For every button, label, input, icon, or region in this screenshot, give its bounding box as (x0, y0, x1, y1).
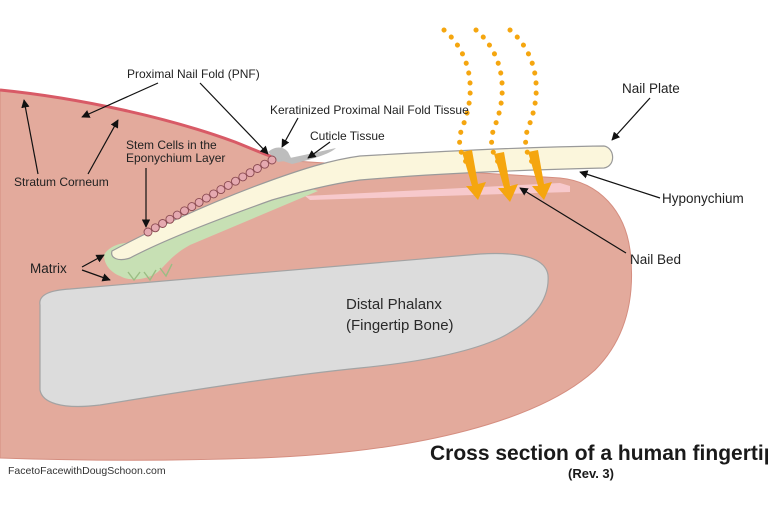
stem-cell (201, 193, 211, 203)
stem-cell (194, 197, 204, 207)
label-hyponychium: Hyponychium (662, 191, 744, 206)
label-stem-cells-line2: Eponychium Layer (126, 151, 225, 165)
leader-keratin (281, 117, 299, 148)
leader-matrix-1 (81, 254, 105, 268)
stem-cell (143, 227, 153, 237)
stem-cell (245, 168, 255, 178)
label-cuticle: Cuticle Tissue (310, 129, 385, 143)
ray-arrow-2 (494, 152, 518, 202)
matrix-fringe (127, 263, 173, 282)
keratinized-pnf-tissue (268, 147, 292, 162)
ray-arrow-3 (528, 150, 552, 200)
distal-phalanx-bone (39, 252, 549, 408)
label-stem-cells-line1: Stem Cells in the (126, 138, 217, 152)
stem-cell (209, 189, 219, 199)
stem-cell (165, 214, 175, 224)
label-bone-line1: Distal Phalanx (346, 296, 442, 313)
light-ray-1 (441, 27, 475, 173)
stem-cell (223, 180, 233, 190)
stem-cell (231, 176, 240, 186)
stem-cell (158, 219, 168, 228)
nail-plate-shape (111, 145, 614, 261)
diagram-title: Cross section of a human fingertip (430, 442, 768, 465)
stem-cell (180, 206, 189, 216)
leader-nail-plate (611, 97, 651, 141)
stem-cell (150, 223, 160, 233)
label-stratum-corneum: Stratum Corneum (14, 175, 109, 189)
light-ray-2 (473, 27, 507, 173)
leader-hyponychium (579, 170, 661, 199)
leader-matrix-2 (81, 269, 111, 282)
label-pnf: Proximal Nail Fold (PNF) (127, 67, 260, 81)
diagram-subtitle: (Rev. 3) (568, 466, 614, 481)
matrix-tissue (104, 185, 318, 280)
leader-nail-bed (519, 187, 627, 254)
stem-cell (252, 164, 262, 173)
label-nail-bed: Nail Bed (630, 252, 681, 267)
credit-text: FacetoFacewithDougSchoon.com (8, 465, 166, 477)
label-matrix: Matrix (30, 261, 67, 276)
label-nail-plate: Nail Plate (622, 81, 680, 96)
stem-cell (238, 172, 248, 182)
leader-pnf-1 (81, 82, 159, 118)
leader-lines (21, 82, 661, 282)
leader-cuticle (307, 141, 331, 159)
leader-stratum-1 (21, 99, 39, 175)
stem-cell (172, 210, 182, 220)
ray-arrow-1 (462, 150, 486, 200)
label-bone-line2: (Fingertip Bone) (346, 317, 454, 334)
leader-stratum-2 (87, 119, 119, 175)
light-ray-3 (507, 27, 541, 173)
stem-cells-chain (143, 155, 277, 237)
label-keratinized: Keratinized Proximal Nail Fold Tissue (270, 103, 469, 117)
stem-cell (216, 185, 226, 195)
stem-cell (187, 202, 197, 212)
nail-bed-tissue (305, 183, 570, 200)
stem-cell (267, 155, 277, 165)
stem-cell (260, 159, 270, 169)
leader-pnf-2 (199, 82, 269, 155)
light-rays (441, 27, 552, 202)
